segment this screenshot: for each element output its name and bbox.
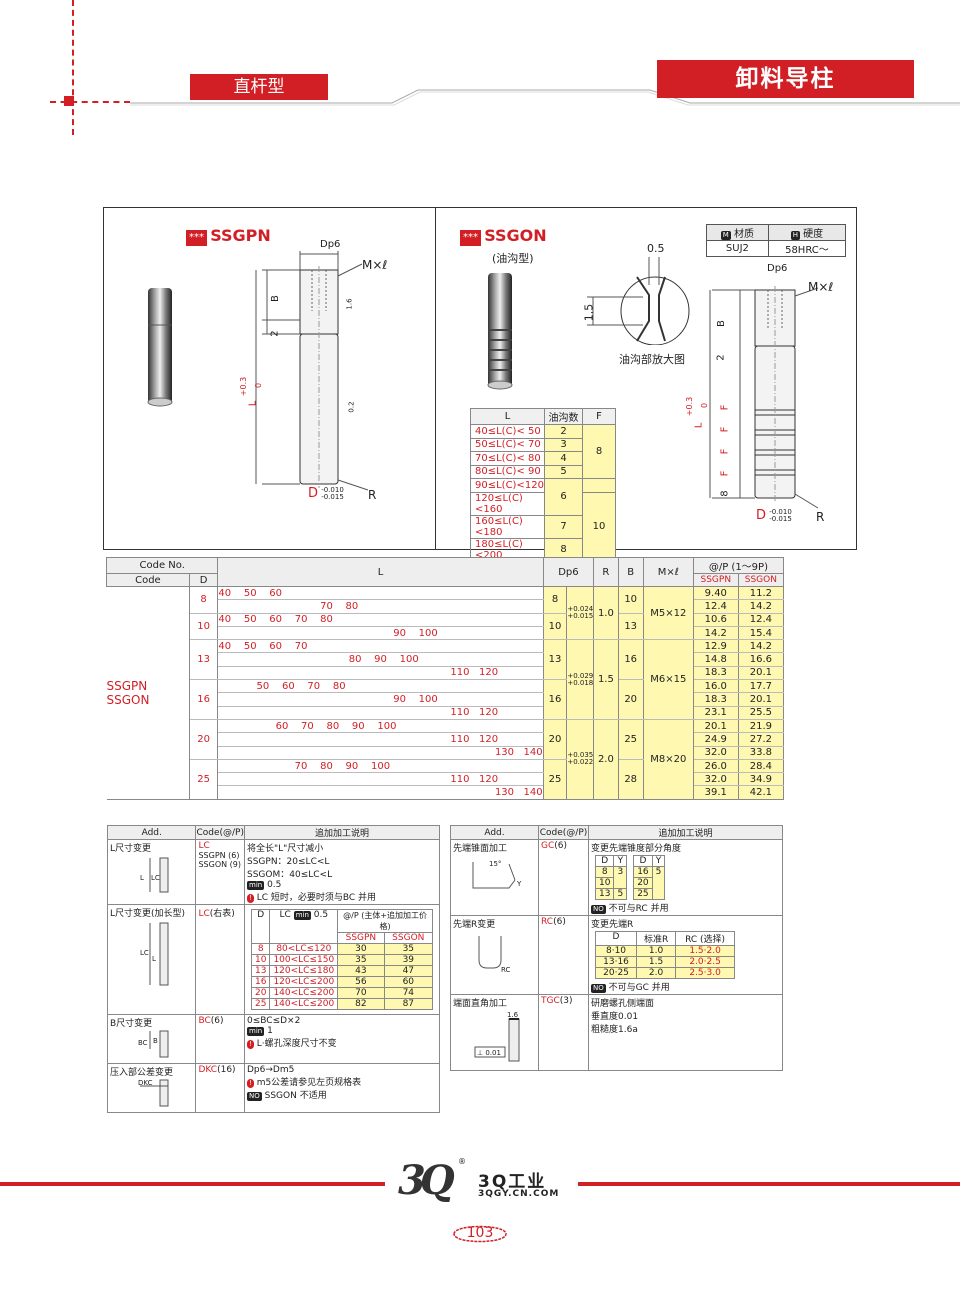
ssgon-drawing xyxy=(709,286,819,509)
ssgon-label-f1: F xyxy=(719,404,731,411)
logo-mark: 3Q xyxy=(398,1157,455,1204)
header-decor-hline xyxy=(50,101,130,103)
ssgpn-label-d: D -0.010-0.015 xyxy=(308,486,344,501)
svg-text:1.6: 1.6 xyxy=(507,1011,519,1019)
ssgon-label-b: B xyxy=(715,320,727,327)
svg-text:LC: LC xyxy=(151,874,160,882)
ssgpn-label-rough2: 0.2 xyxy=(347,401,356,413)
add-row-dkc: 压入部公差变更 DKC DKC(16) Dp6→Dm5 ! m5公差请参见左页规… xyxy=(106,1063,440,1113)
groove-dim-0-5: 0.5 xyxy=(647,242,665,255)
header-decor-vline xyxy=(72,0,74,135)
material-table: M 材质 H 硬度 SUJ2 58HRC～ xyxy=(706,224,847,257)
footer-bar-right xyxy=(578,1182,960,1186)
ssgon-label-d: D -0.010-0.015 xyxy=(756,508,792,523)
ssgpn-drawing xyxy=(255,251,369,491)
dkc-figure: DKC xyxy=(138,1079,169,1107)
ssgpn-label-2: 2 xyxy=(269,330,281,337)
ssgpn-label-rough1: 1.6 xyxy=(345,298,354,310)
ssgon-label-r: R xyxy=(816,510,825,524)
header-red-block xyxy=(64,96,74,106)
ssgpn-label-mxl: M×ℓ xyxy=(362,258,388,272)
svg-text:DKC: DKC xyxy=(138,1079,153,1087)
svg-text:L: L xyxy=(152,955,156,963)
ssgon-label-mxl: M×ℓ xyxy=(808,280,834,294)
ssgon-label-f2: F xyxy=(719,426,731,433)
ssgpn-label-l: L xyxy=(247,400,259,407)
brand-site: 3QGY.CN.COM xyxy=(478,1189,560,1199)
ssgon-label-8: 8 xyxy=(719,490,731,497)
ssgpn-photo-pin xyxy=(147,288,173,407)
rc-radius-figure: RC xyxy=(478,936,511,974)
svg-text:L: L xyxy=(140,874,144,882)
svg-text:RC: RC xyxy=(501,966,511,974)
ssgon-label-dp6: Dp6 xyxy=(767,263,788,274)
page-number: 103 xyxy=(466,1225,494,1241)
svg-text:⊥ 0.01: ⊥ 0.01 xyxy=(477,1049,501,1057)
logo-registered: ® xyxy=(458,1157,466,1166)
header-line xyxy=(130,89,960,106)
ssgpn-label-l-tol2: 0 xyxy=(254,382,264,389)
groove-caption: 油沟部放大图 xyxy=(619,353,685,366)
add-row-tgc: 端面直角加工 1.6⊥ 0.01 TGC(3) 研磨螺孔侧端面 垂直度0.01 … xyxy=(450,994,783,1071)
ssgpn-label-dp6: Dp6 xyxy=(320,239,341,250)
category-tag-stripper-guide: 卸料导柱 xyxy=(657,60,914,98)
svg-text:LC: LC xyxy=(140,949,149,957)
brand-logo: 3Q ® 3Q工业 3QGY.CN.COM xyxy=(398,1157,573,1207)
lc-long-price-table: D LC min 0.5 @/P (主体+追加加工价格) SSGPN SSGON… xyxy=(250,909,434,1010)
figure-divider xyxy=(435,207,436,550)
footer-bar-left xyxy=(0,1182,385,1186)
ssgon-label-f4: F xyxy=(719,470,731,477)
page-number-frame xyxy=(453,1225,507,1243)
groove-dim-1-5: 1.5 xyxy=(582,303,596,322)
ssgon-title: *** SSGON xyxy=(460,226,547,246)
groove-detail-drawing xyxy=(587,257,690,345)
svg-text:Y: Y xyxy=(516,880,522,888)
code-cell: SSGPN SSGON xyxy=(106,586,190,800)
ssgon-subtitle: (油沟型) xyxy=(492,252,534,265)
svg-text:15°: 15° xyxy=(489,860,501,868)
ssgpn-label-l-tol: +0.3 xyxy=(239,376,249,397)
ssgon-label-f3: F xyxy=(719,448,731,455)
svg-text:B: B xyxy=(153,1037,158,1045)
ssgon-photo-pin xyxy=(487,273,513,390)
ssgon-label-l-tol: +0.3 xyxy=(685,396,695,417)
tgc-face-figure: 1.6 ⊥ 0.01 xyxy=(474,1011,520,1062)
gc-taper-figure: 15° Y xyxy=(472,860,522,889)
ssgpn-label-r: R xyxy=(368,488,377,502)
lc-long-figure: LCL xyxy=(140,922,169,986)
bc-change-figure: BC B xyxy=(138,1030,169,1058)
ssgpn-title: *** SSGPN xyxy=(186,226,271,246)
brand-name: 3Q工业 xyxy=(478,1172,547,1192)
ssgpn-label-b: B xyxy=(269,295,281,302)
category-tag-straight: 直杆型 xyxy=(190,74,328,100)
ssgon-label-l-tol2: 0 xyxy=(700,402,710,409)
spec-price-table: Code No. L Dp6 R B M×ℓ @/P (1～9P) Code D… xyxy=(105,557,785,800)
add-options-right: Add. Code(@/P) 追加加工说明 先端锥面加工 15°Y GC(6) … xyxy=(450,825,783,1071)
svg-text:BC: BC xyxy=(138,1039,148,1047)
lc-change-figure: L LC xyxy=(140,857,169,893)
ssgon-label-2: 2 xyxy=(715,354,727,361)
ssgon-label-l: L xyxy=(693,422,705,429)
